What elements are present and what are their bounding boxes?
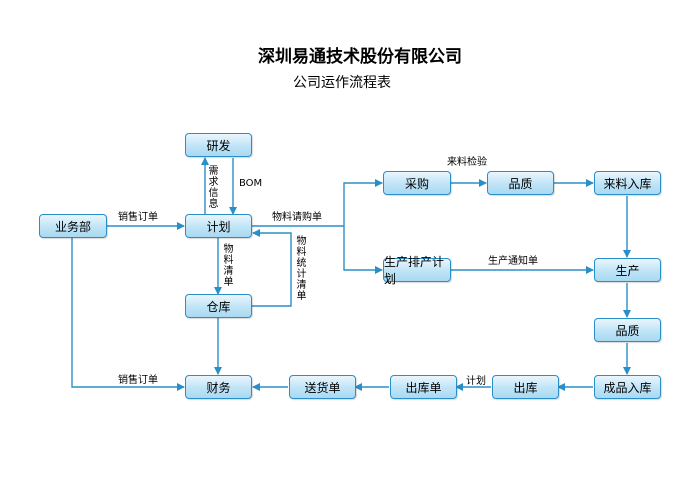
label-bom: BOM bbox=[239, 178, 263, 189]
node-yanfa[interactable]: 研发 bbox=[185, 133, 252, 157]
company-title: 深圳易通技术股份有限公司 bbox=[258, 47, 462, 67]
node-cangku[interactable]: 仓库 bbox=[185, 294, 252, 318]
edge-branch-paichan bbox=[343, 226, 383, 274]
label-jihua-edge: 计划 bbox=[466, 376, 486, 387]
node-shengchan-paichan[interactable]: 生产排产计划 bbox=[383, 255, 451, 286]
node-songhuodan[interactable]: 送货单 bbox=[289, 375, 356, 399]
node-pinzhi-laoliao[interactable]: 品质 bbox=[487, 171, 554, 195]
label-wuliao-qingdan: 物料清单 bbox=[223, 244, 234, 288]
label-shengchan-tongzhi: 生产通知单 bbox=[488, 256, 538, 267]
node-chengpin-ruku[interactable]: 成品入库 bbox=[594, 375, 661, 399]
label-wuliao-tongji: 物料统计清单 bbox=[296, 236, 307, 302]
node-caigou[interactable]: 采购 bbox=[383, 171, 451, 195]
node-laoliao-ruku[interactable]: 来料入库 bbox=[594, 171, 661, 195]
edge-cangku-jihua bbox=[251, 229, 292, 307]
chart-subtitle: 公司运作流程表 bbox=[293, 75, 391, 91]
label-laoliao-jianyan: 来料检验 bbox=[447, 157, 487, 168]
label-wuliao-qinggou: 物料请购单 bbox=[272, 212, 322, 223]
edge-branch-caigou bbox=[343, 179, 383, 226]
node-chuku[interactable]: 出库 bbox=[492, 375, 559, 399]
label-xiaoshou-dingdan-bottom: 销售订单 bbox=[118, 375, 158, 386]
node-caiwu[interactable]: 财务 bbox=[185, 375, 252, 399]
node-pinzhi-chengpin[interactable]: 品质 bbox=[594, 318, 661, 342]
label-xuqiu-xinxi: 需求信息 bbox=[208, 166, 219, 210]
label-xiaoshou-dingdan-top: 销售订单 bbox=[118, 212, 158, 223]
node-chukudan[interactable]: 出库单 bbox=[390, 375, 457, 399]
edge-yewubu-caiwu bbox=[71, 238, 185, 391]
node-shengchan[interactable]: 生产 bbox=[594, 258, 661, 282]
node-jihua[interactable]: 计划 bbox=[185, 214, 252, 238]
node-yewubu[interactable]: 业务部 bbox=[39, 214, 107, 238]
